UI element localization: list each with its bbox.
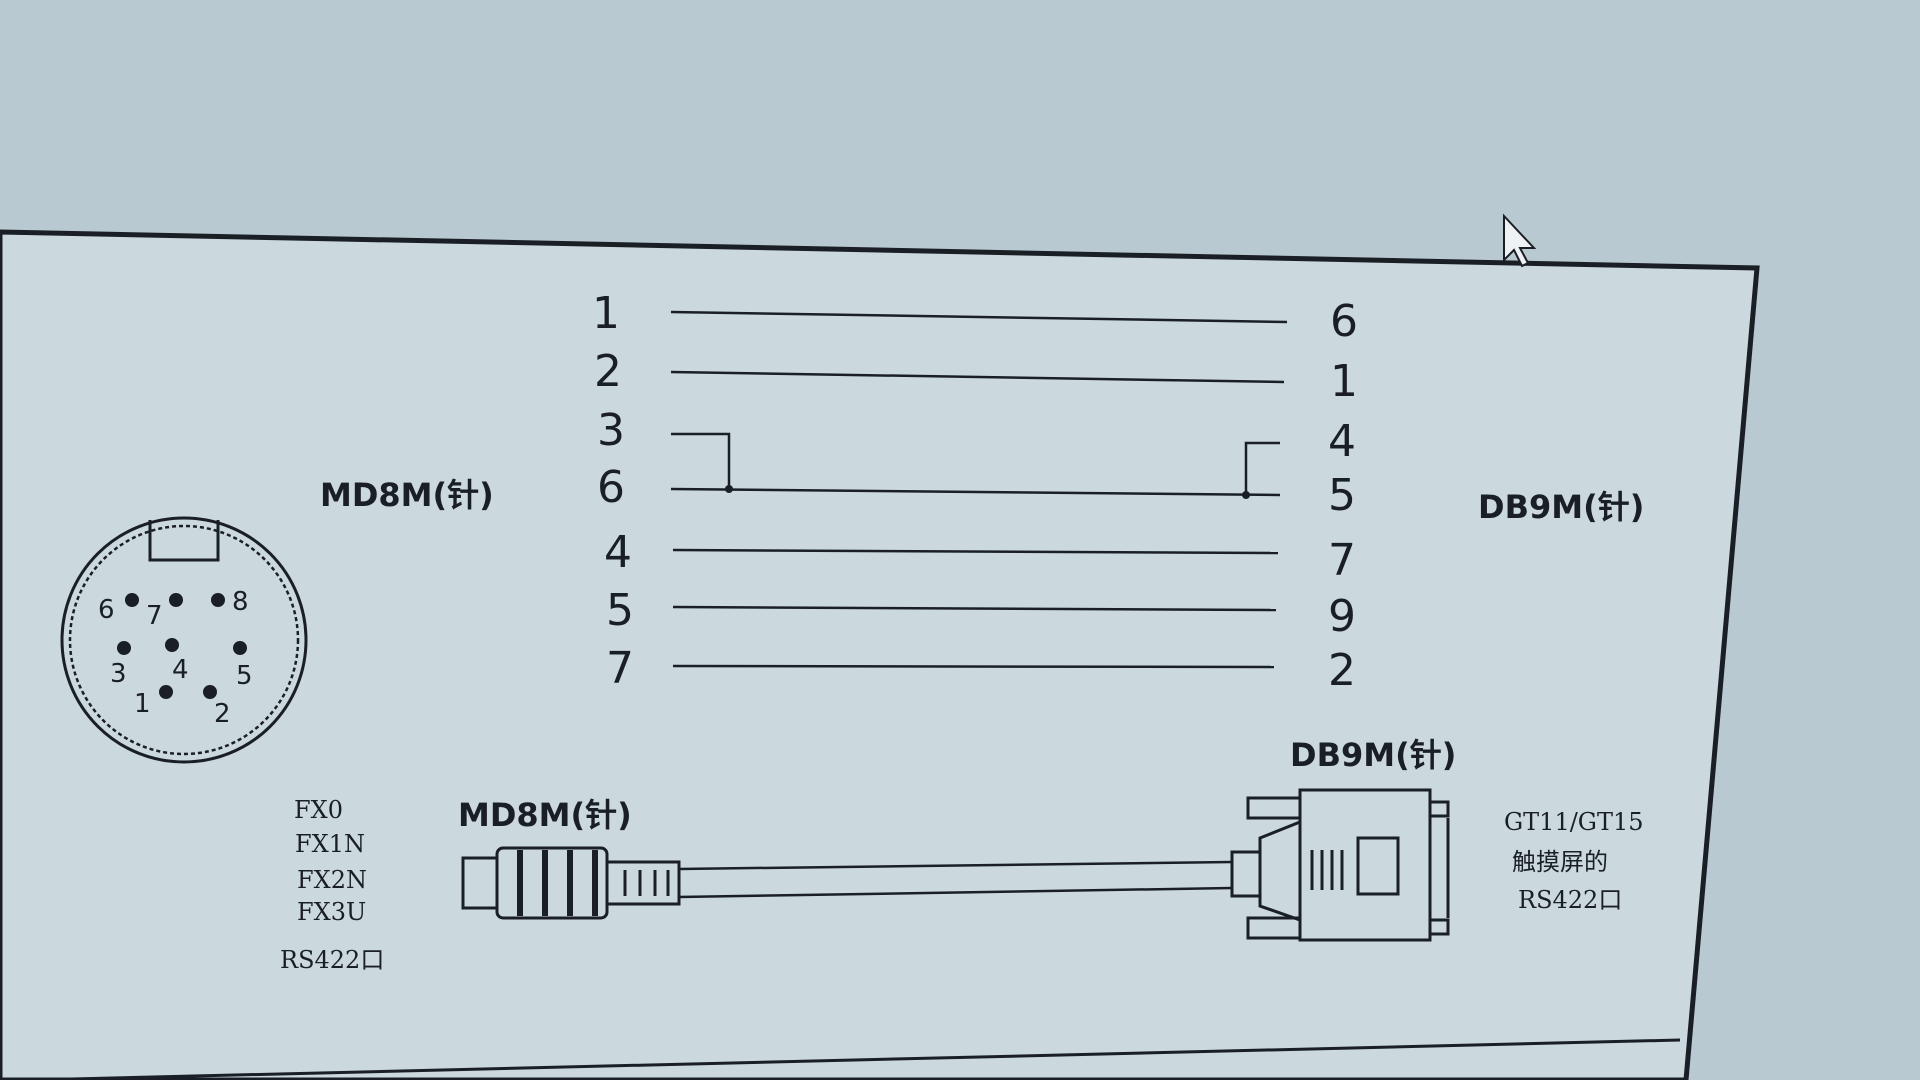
- left-pin-label: 5: [606, 585, 634, 636]
- device-label: FX2N: [297, 866, 367, 894]
- right-pin-label: 7: [1328, 535, 1356, 586]
- connector-pin-number: 3: [110, 659, 127, 689]
- cable-line: [678, 860, 1233, 871]
- md8m-plug-icon: [461, 846, 681, 920]
- connector-pin-number: 4: [172, 655, 189, 685]
- left-pin-label: 4: [604, 527, 632, 578]
- left-pin-label: 7: [606, 643, 634, 694]
- wire-5-9: [672, 605, 1277, 612]
- db9m-label: DB9M(针): [1478, 488, 1644, 526]
- wire-4-7: [672, 548, 1279, 555]
- right-pin-label: 5: [1328, 470, 1356, 521]
- diagram-panel: [0, 229, 1760, 1080]
- right-pin-label: 4: [1328, 416, 1356, 467]
- connector-pin-number: 1: [134, 689, 151, 719]
- right-device-label: 触摸屏的: [1512, 848, 1608, 876]
- md8m-plug-label: MD8M(针): [458, 796, 632, 834]
- wire-7-2: [672, 664, 1275, 669]
- right-pin-label: 2: [1328, 645, 1356, 696]
- connector-pin-number: 7: [146, 601, 163, 631]
- wire-3-jumper: [671, 432, 731, 489]
- device-label: FX1N: [295, 830, 365, 858]
- wiring-lines: [670, 310, 1288, 669]
- wire-4-jumper: [1244, 441, 1280, 495]
- junction-dot-left: [725, 485, 733, 493]
- right-pin-label: 6: [1330, 296, 1358, 347]
- device-label: FX0: [294, 796, 343, 824]
- junction-dot-right: [1242, 491, 1250, 499]
- db9m-plug-icon: [1230, 788, 1450, 942]
- connector-pin-number: 5: [236, 661, 253, 691]
- left-pin-label: 2: [594, 346, 622, 397]
- wire-2-1: [670, 370, 1285, 384]
- db9m-plug-label: DB9M(针): [1290, 736, 1456, 774]
- connector-pin-number: 6: [98, 595, 115, 625]
- panel-bottom-border: [29, 1038, 1681, 1080]
- cable-line: [678, 886, 1233, 899]
- wire-6-5: [670, 487, 1281, 497]
- device-label: FX3U: [297, 898, 366, 926]
- right-device-label: RS422口: [1518, 886, 1622, 914]
- md8-connector-face: 6 7 8 3 4 5 1 2: [60, 516, 308, 764]
- connector-pin-number: 8: [232, 587, 249, 617]
- mouse-pointer-icon: [1503, 213, 1537, 268]
- left-pin-label: 1: [592, 288, 620, 339]
- connector-pin-number: 2: [214, 699, 231, 729]
- left-pin-label: 6: [597, 462, 625, 513]
- right-pin-label: 9: [1328, 591, 1356, 642]
- right-device-label: GT11/GT15: [1504, 808, 1644, 836]
- left-pin-label: 3: [597, 405, 625, 456]
- md8m-label: MD8M(针): [320, 476, 494, 514]
- wire-1-6: [670, 310, 1288, 324]
- right-pin-label: 1: [1330, 356, 1358, 407]
- left-port-label: RS422口: [280, 946, 384, 974]
